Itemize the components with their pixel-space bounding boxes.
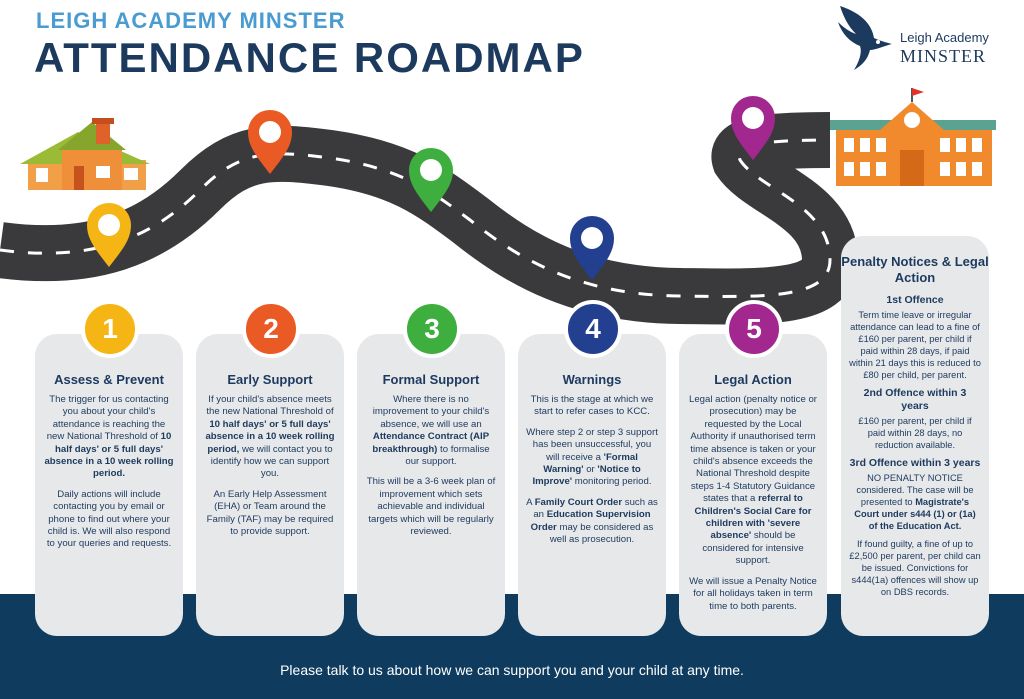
logo-text-line2: MINSTER [900,46,987,66]
map-pin-icon-1 [87,203,131,267]
logo-text-line1: Leigh Academy [900,30,989,45]
school-logo: Leigh Academy MINSTER [834,4,1004,76]
map-pin-icon-4 [570,216,614,280]
step-title: Assess & Prevent [54,372,164,387]
step-text: Where there is no improvement to your ch… [366,394,496,538]
road [0,112,859,325]
offence-1-title: 1st Offence [886,294,944,306]
offence-2-title: 2nd Offence within 3 years [863,387,967,412]
home-icon [20,118,150,190]
penalty-notices-card: Penalty Notices & Legal Action 1st Offen… [841,236,989,636]
step-card-2: Early Support If your child's absence me… [196,334,344,636]
page-title: ATTENDANCE ROADMAP [34,34,585,81]
step-number-2: 2 [242,300,300,358]
offence-3-title: 3rd Offence within 3 years [849,457,981,469]
step-number-4: 4 [564,300,622,358]
offence-3-fine-text: If found guilty, a fine of up to £2,500 … [849,539,981,597]
step-text: The trigger for us contacting you about … [44,394,174,550]
step-card-1: Assess & Prevent The trigger for us cont… [35,334,183,636]
step-card-4: Warnings This is the stage at which we s… [518,334,666,636]
offence-3-text: NO PENALTY NOTICE considered. The case w… [854,473,976,531]
step-text: This is the stage at which we start to r… [526,394,658,546]
offence-1-text: Term time leave or irregular attendance … [849,310,981,380]
step-number-1: 1 [81,300,139,358]
map-pin-icon-2 [248,110,292,174]
map-pin-icon-3 [409,148,453,212]
offence-2-text: £160 per parent, per child if paid withi… [858,416,972,450]
step-text: Legal action (penalty notice or prosecut… [689,394,817,612]
step-number-3: 3 [403,300,461,358]
step-card-5: Legal Action Legal action (penalty notic… [679,334,827,636]
step-text: If your child's absence meets the new Na… [205,394,335,538]
penalty-title: Penalty Notices & Legal Action [841,254,989,285]
footer-message: Please talk to us about how we can suppo… [280,662,744,678]
penalty-text: 1st Offence Term time leave or irregular… [849,294,981,604]
roadmap-illustration [0,88,996,325]
school-name-heading: LEIGH ACADEMY MINSTER [36,8,346,33]
step-title: Warnings [562,372,622,387]
step-title: Early Support [227,372,313,387]
map-pin-icon-5 [731,96,775,160]
step-title: Legal Action [714,372,792,387]
eagle-icon [838,6,892,70]
step-number-5: 5 [725,300,783,358]
school-icon [830,88,996,186]
step-card-3: Formal Support Where there is no improve… [357,334,505,636]
step-title: Formal Support [382,372,480,387]
